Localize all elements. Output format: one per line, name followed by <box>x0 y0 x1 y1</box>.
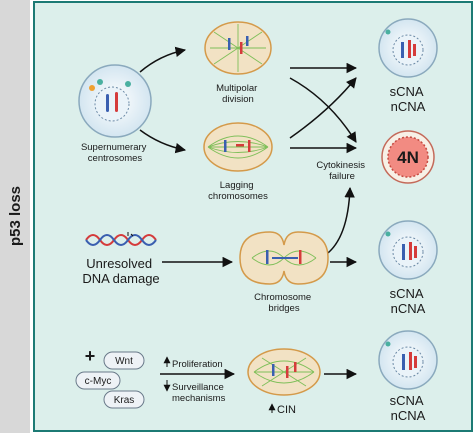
supernumerary-label: Supernumerary centrosomes <box>81 142 149 164</box>
oncogene-myc-label: c-Myc <box>85 376 112 387</box>
dna-damage-label: Unresolved DNA damage <box>82 256 159 286</box>
cin-label: CIN <box>277 404 296 416</box>
bridges-label: Chromosome bridges <box>254 292 314 314</box>
arrow-to-lagging <box>139 129 187 154</box>
oncogene-wnt-label: Wnt <box>115 356 133 367</box>
oncogene-kras-label: Kras <box>114 395 135 406</box>
outcome-label-2: sCNA nCNA <box>390 286 427 316</box>
surveillance-label: Surveillance mechanisms <box>172 382 226 404</box>
outcome-cell-2 <box>378 220 438 280</box>
proliferation-label: Proliferation <box>172 359 223 370</box>
multipolar-label: Multipolar division <box>216 83 260 105</box>
lagging-cell <box>203 122 273 172</box>
oncogene-wnt: Wnt <box>103 351 145 370</box>
lagging-label: Lagging chromosomes <box>208 180 268 202</box>
oncogene-kras: Kras <box>103 390 145 409</box>
cytokinesis-label: Cytokinesis failure <box>316 160 367 182</box>
bridges-cell <box>239 231 329 285</box>
tetraploid-cell <box>381 130 435 184</box>
multipolar-cell <box>204 21 272 75</box>
arrow-lagging-to-scna <box>289 77 357 139</box>
outcome-cell-1 <box>378 18 438 78</box>
outcome-label-1: sCNA nCNA <box>390 84 427 114</box>
side-bar <box>0 0 30 433</box>
outcome-cell-3 <box>378 330 438 390</box>
tetraploid-label: 4N <box>397 148 419 167</box>
oncogene-myc: c-Myc <box>75 371 121 390</box>
arrow-to-multipolar <box>139 46 187 73</box>
supernumerary-cell <box>78 64 152 138</box>
outcome-label-3: sCNA nCNA <box>390 393 427 423</box>
side-label: p53 loss <box>7 186 24 246</box>
arrow-multipolar-to-4n <box>289 77 357 143</box>
plus-sign: + <box>85 346 96 366</box>
cin-cell <box>247 348 321 396</box>
dna-helix <box>85 232 157 246</box>
